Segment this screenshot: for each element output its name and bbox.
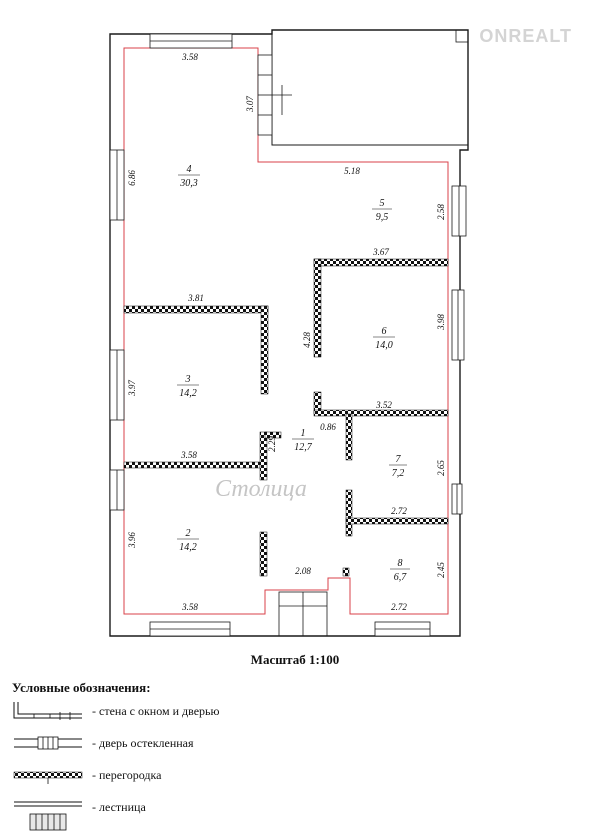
partitions <box>123 258 449 577</box>
svg-text:4.28: 4.28 <box>302 332 312 348</box>
legend-partition-icon <box>13 771 83 784</box>
legend-stairs-symbol <box>29 813 67 831</box>
legend-text-stairs: - лестница <box>92 799 146 814</box>
inner-contour <box>123 47 449 615</box>
svg-text:6: 6 <box>382 326 387 337</box>
svg-text:3.97: 3.97 <box>127 380 137 397</box>
svg-text:5.18: 5.18 <box>344 166 360 176</box>
svg-text:2.65: 2.65 <box>436 460 446 476</box>
room-8: 8 6,7 <box>390 558 410 583</box>
entry-steps <box>278 591 328 637</box>
svg-text:3.58: 3.58 <box>180 450 197 460</box>
dimension-labels: 3.58 3.07 6.86 5.18 2.58 3.67 3.98 4.28 … <box>127 52 446 612</box>
svg-text:3.81: 3.81 <box>187 293 204 303</box>
svg-text:3.96: 3.96 <box>127 532 137 549</box>
svg-text:6,7: 6,7 <box>394 572 408 583</box>
svg-text:14,0: 14,0 <box>375 340 393 351</box>
room-4: 4 30,3 <box>178 164 200 189</box>
floor-plan: 4 30,3 5 9,5 6 14,0 3 14,2 1 12,7 7 7,2 … <box>109 29 469 637</box>
outer-wall <box>109 29 469 637</box>
svg-text:14,2: 14,2 <box>179 388 197 399</box>
svg-text:12,7: 12,7 <box>294 442 313 453</box>
svg-text:3.52: 3.52 <box>375 400 392 410</box>
svg-text:5: 5 <box>380 198 385 209</box>
svg-text:3: 3 <box>185 374 191 385</box>
svg-text:3.98: 3.98 <box>436 314 446 331</box>
svg-text:1: 1 <box>301 428 306 439</box>
svg-text:4: 4 <box>187 164 192 175</box>
legend-item-stairs: - лестница <box>12 796 412 818</box>
room-3: 3 14,2 <box>177 374 199 399</box>
svg-text:3.58: 3.58 <box>181 602 198 612</box>
legend-wall-icon <box>13 702 82 720</box>
watermark-signature: Столица <box>215 476 307 502</box>
svg-text:9,5: 9,5 <box>376 212 389 223</box>
legend-item-glass-door: - дверь остекленная <box>12 732 412 754</box>
watermark-brand: ONREALT <box>479 26 572 46</box>
svg-text:0.86: 0.86 <box>320 422 336 432</box>
legend-text-glass-door: - дверь остекленная <box>92 735 194 750</box>
svg-text:30,3: 30,3 <box>179 178 198 189</box>
svg-text:8: 8 <box>398 558 403 569</box>
svg-text:2.08: 2.08 <box>295 566 311 576</box>
svg-text:3.58: 3.58 <box>181 52 198 62</box>
room-5: 5 9,5 <box>372 198 392 223</box>
scale-label: Масштаб 1:100 <box>250 652 340 667</box>
svg-text:3.67: 3.67 <box>372 247 389 257</box>
windows <box>109 33 467 637</box>
legend-text-wall: - стена с окном и дверью <box>92 703 220 718</box>
room-6: 6 14,0 <box>373 326 395 351</box>
svg-text:14,2: 14,2 <box>179 542 197 553</box>
svg-text:2.45: 2.45 <box>436 562 446 578</box>
room-2: 2 14,2 <box>177 528 199 553</box>
bay-outline <box>271 30 468 146</box>
svg-text:2.29: 2.29 <box>267 436 277 452</box>
svg-text:2: 2 <box>186 528 191 539</box>
svg-text:2.72: 2.72 <box>391 602 407 612</box>
legend-glass-door-icon <box>14 736 82 750</box>
room-7: 7 7,2 <box>389 454 407 479</box>
svg-text:6.86: 6.86 <box>127 170 137 186</box>
legend-text-partition: - перегородка <box>92 767 162 782</box>
legend-item-wall: - стена с окном и дверью <box>12 700 412 722</box>
svg-text:3.07: 3.07 <box>245 96 255 113</box>
legend-item-partition: - перегородка <box>12 764 412 786</box>
corner-mark <box>455 29 469 43</box>
room-1: 1 12,7 <box>292 428 314 453</box>
svg-text:7: 7 <box>396 454 402 465</box>
legend-title: Условные обозначения: <box>12 680 151 695</box>
svg-text:2.72: 2.72 <box>391 506 407 516</box>
legend-stairs-icon <box>14 801 82 807</box>
svg-text:2.58: 2.58 <box>436 204 446 220</box>
svg-text:7,2: 7,2 <box>392 468 405 479</box>
